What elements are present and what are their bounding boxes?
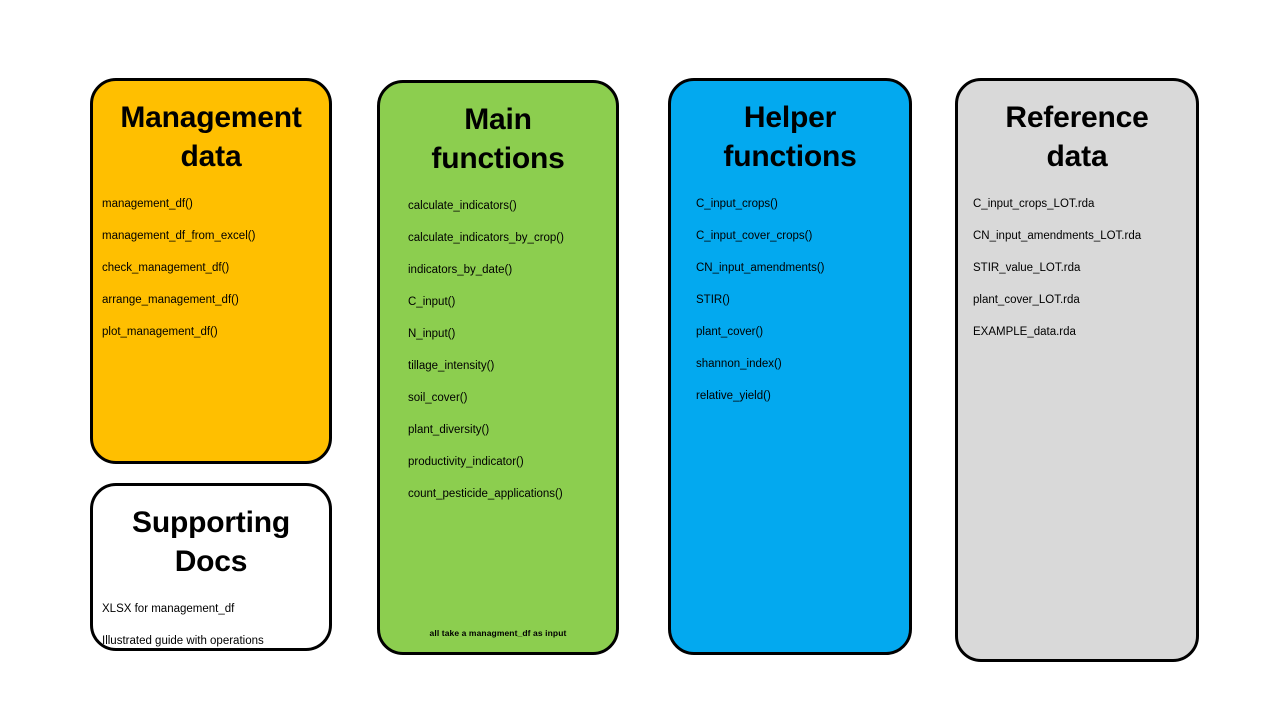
list-item[interactable]: N_input(): [408, 328, 456, 340]
function-list-management-data: management_df() management_df_from_excel…: [93, 198, 329, 339]
card-title-supporting-docs: Supporting Docs: [132, 506, 290, 578]
list-item[interactable]: management_df_from_excel(): [102, 230, 256, 242]
list-item[interactable]: C_input_crops_LOT.rda: [973, 198, 1095, 210]
card-title-reference-data: Reference data: [1005, 101, 1149, 173]
list-item[interactable]: C_input_cover_crops(): [696, 230, 813, 242]
card-title-main-functions: Main functions: [431, 103, 565, 175]
list-item[interactable]: plot_management_df(): [102, 326, 218, 338]
list-item[interactable]: shannon_index(): [696, 358, 782, 370]
list-item[interactable]: C_input(): [408, 296, 456, 308]
list-item[interactable]: plant_diversity(): [408, 424, 490, 436]
list-item[interactable]: arrange_management_df(): [102, 294, 239, 306]
list-item[interactable]: check_management_df(): [102, 262, 230, 274]
list-item[interactable]: STIR_value_LOT.rda: [973, 262, 1081, 274]
list-item[interactable]: soil_cover(): [408, 392, 468, 404]
document-list-supporting-docs: XLSX for management_df Illustrated guide…: [93, 603, 329, 648]
list-item[interactable]: relative_yield(): [696, 390, 771, 402]
list-item[interactable]: C_input_crops(): [696, 198, 778, 210]
card-footnote-main-functions: all take a managment_df as input: [429, 628, 567, 638]
card-helper-functions[interactable]: Helper functions C_input_crops() C_input…: [668, 78, 912, 655]
list-item[interactable]: plant_cover_LOT.rda: [973, 294, 1080, 306]
file-list-reference-data: C_input_crops_LOT.rda CN_input_amendment…: [958, 198, 1196, 339]
list-item[interactable]: Illustrated guide with operations: [102, 635, 264, 647]
list-item[interactable]: STIR(): [696, 294, 730, 306]
list-item[interactable]: CN_input_amendments(): [696, 262, 825, 274]
card-supporting-docs[interactable]: Supporting Docs XLSX for management_df I…: [90, 483, 332, 651]
card-reference-data[interactable]: Reference data C_input_crops_LOT.rda CN_…: [955, 78, 1199, 662]
list-item[interactable]: XLSX for management_df: [102, 603, 235, 615]
list-item[interactable]: CN_input_amendments_LOT.rda: [973, 230, 1142, 242]
list-item[interactable]: indicators_by_date(): [408, 264, 513, 276]
card-management-data[interactable]: Management data management_df() manageme…: [90, 78, 332, 464]
list-item[interactable]: productivity_indicator(): [408, 456, 524, 468]
list-item[interactable]: count_pesticide_applications(): [408, 488, 563, 500]
list-item[interactable]: plant_cover(): [696, 326, 764, 338]
list-item[interactable]: tillage_intensity(): [408, 360, 495, 372]
card-title-helper-functions: Helper functions: [723, 101, 857, 173]
function-list-main-functions: calculate_indicators() calculate_indicat…: [380, 200, 616, 501]
function-list-helper-functions: C_input_crops() C_input_cover_crops() CN…: [671, 198, 909, 403]
card-title-management-data: Management data: [120, 101, 302, 173]
list-item[interactable]: calculate_indicators(): [408, 200, 517, 212]
list-item[interactable]: EXAMPLE_data.rda: [973, 326, 1076, 338]
card-main-functions[interactable]: Main functions calculate_indicators() ca…: [377, 80, 619, 655]
list-item[interactable]: management_df(): [102, 198, 193, 210]
list-item[interactable]: calculate_indicators_by_crop(): [408, 232, 564, 244]
